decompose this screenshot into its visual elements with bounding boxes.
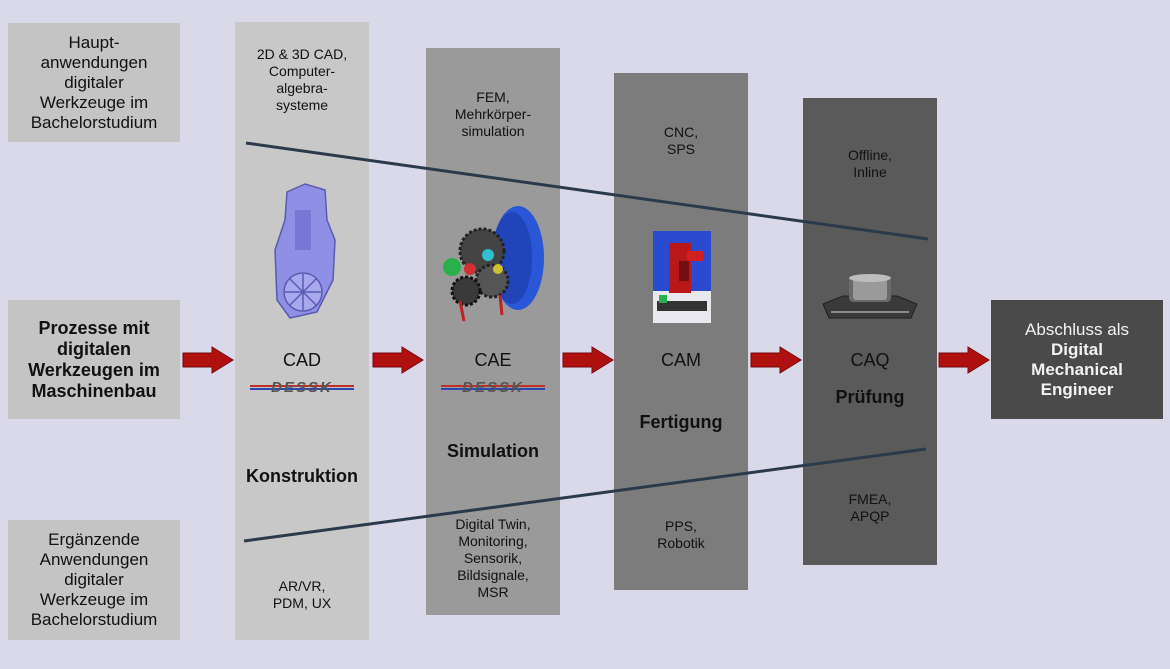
main-applications-label: Haupt- anwendungen digitaler Werkzeuge i… [8, 23, 180, 142]
svg-text:DESSK: DESSK [271, 379, 333, 394]
cad-phase: Konstruktion [246, 466, 358, 486]
final-line-4: Engineer [1040, 379, 1114, 399]
arrow-right-icon [372, 346, 424, 374]
arrow-right-icon [562, 346, 614, 374]
final-line-3: Mechanical [1031, 359, 1123, 379]
column-caq: Offline, Inline CAQ Prüfung FMEA, APQP [803, 98, 937, 565]
robot-manufacturing-image [653, 231, 711, 323]
caq-bottom-text: FMEA, APQP [848, 491, 892, 524]
dessk-logo-cad: DESSK [235, 378, 369, 399]
cad-label: CAD [282, 350, 321, 370]
column-cae: FEM, Mehrkörper- simulation CAE DESSK Si… [426, 48, 560, 615]
gear-simulation-image [443, 206, 544, 322]
caq-phase: Prüfung [835, 387, 905, 407]
cam-top-text: CNC, SPS [663, 124, 699, 157]
caq-label: CAQ [850, 350, 890, 370]
final-line-2: Digital [1051, 339, 1103, 359]
dessk-logo-cae: DESSK [426, 378, 560, 399]
final-degree-box: Abschluss als Digital Mechanical Enginee… [991, 300, 1163, 419]
part-inspection-image [822, 274, 918, 319]
final-line-1: Abschluss als [1025, 319, 1129, 339]
cae-top-text: FEM, Mehrkörper- simulation [454, 89, 532, 139]
cad-bottom-text: AR/VR, PDM, UX [272, 578, 332, 611]
cae-bottom-text: Digital Twin, Monitoring, Sensorik, Bild… [455, 516, 531, 600]
supplementary-applications-label: Ergänzende Anwendungen digitaler Werkzeu… [8, 520, 180, 640]
arrow-right-icon [182, 346, 234, 374]
cam-phase: Fertigung [639, 412, 723, 432]
arrow-right-icon [938, 346, 990, 374]
column-cam: CNC, SPS CAM Fertigung PPS, Robotik [614, 73, 748, 590]
cam-bottom-text: PPS, Robotik [657, 518, 705, 551]
cam-label: CAM [661, 350, 701, 370]
processes-label: Prozesse mit digitalen Werkzeugen im Mas… [8, 300, 180, 419]
arrow-right-icon [750, 346, 802, 374]
cad-top-text: 2D & 3D CAD, Computer- algebra- systeme [256, 46, 348, 113]
cae-phase: Simulation [446, 441, 539, 461]
cae-label: CAE [474, 350, 512, 370]
gearbox-cad-image [255, 180, 345, 322]
column-cad: 2D & 3D CAD, Computer- algebra- systeme … [235, 22, 369, 640]
svg-text:DESSK: DESSK [462, 379, 524, 394]
caq-top-text: Offline, Inline [847, 147, 893, 180]
